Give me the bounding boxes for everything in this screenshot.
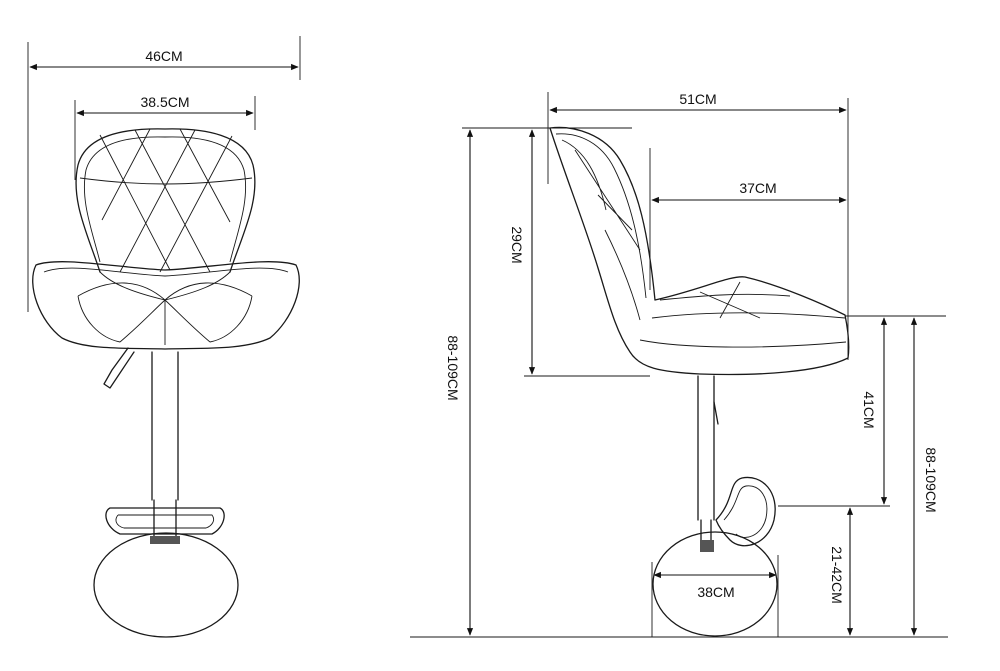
front-backrest-diamonds [99,128,233,273]
side-lift-lever [713,401,719,425]
side-column [697,375,715,521]
front-backrest [75,128,256,273]
side-view: 51CM 37CM 29CM 88-109CM 41CM 88-109CM 21… [410,91,948,638]
front-seat-cushion [32,261,300,350]
front-base-collar [150,536,180,544]
side-back-quilting [561,139,641,321]
side-seat-quilting [651,281,846,319]
total-height-label: 88-109CM [445,335,461,400]
side-base [652,531,778,637]
seat-depth-label: 37CM [739,180,776,196]
seat-to-footrest-label: 41CM [861,391,877,428]
side-back-inner [555,133,647,299]
depth-label: 51CM [679,91,716,107]
side-footrest [715,476,776,547]
front-seat-edge [43,267,289,277]
seat-back-width-label: 38.5CM [140,94,189,110]
front-seat-quilting [77,271,253,345]
front-view: 46CM 38.5CM [27,36,301,638]
footrest-height-label: 21-42CM [829,546,845,604]
side-chair-shell [549,126,850,376]
side-seat-edge [639,339,847,348]
base-diameter-label: 38CM [697,584,734,600]
front-foot-ring-inner [115,514,215,529]
front-backrest-inner [83,136,247,263]
front-base [93,532,239,638]
front-foot-ring [105,507,225,535]
side-base-collar [700,540,714,552]
seat-height-label: 88-109CM [923,447,939,512]
side-footrest-inner [723,485,768,538]
front-backrest-seam [79,177,253,185]
front-column [151,351,179,501]
overall-width-label: 46CM [145,48,182,64]
back-height-label: 29CM [509,226,525,263]
front-lift-lever [103,347,135,389]
